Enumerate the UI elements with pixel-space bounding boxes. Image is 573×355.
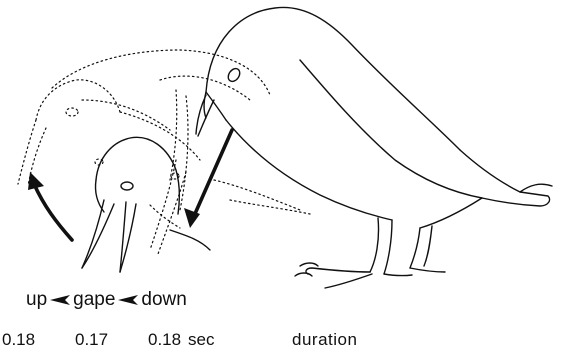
left-arrow-icon	[117, 294, 139, 306]
phase-up-label: up	[26, 289, 47, 311]
phase-gape-label: gape	[73, 289, 115, 311]
duration-up-value: 0.18	[2, 330, 35, 350]
up-arrowhead-icon	[28, 172, 44, 190]
dotted-motion-outlines	[18, 50, 310, 254]
duration-gape-value: 0.17	[75, 330, 108, 350]
duration-down-value: 0.18	[148, 330, 181, 350]
duration-unit: sec	[188, 330, 214, 350]
motion-phase-sequence: up gape down	[26, 287, 187, 313]
downward-arrow	[194, 130, 232, 216]
main-bird-outline	[196, 7, 552, 288]
gape-bird-head	[82, 137, 210, 272]
duration-label: duration	[292, 330, 357, 350]
left-arrow-icon	[49, 294, 71, 306]
upward-curved-arrow	[34, 184, 72, 240]
phase-down-label: down	[141, 289, 186, 311]
